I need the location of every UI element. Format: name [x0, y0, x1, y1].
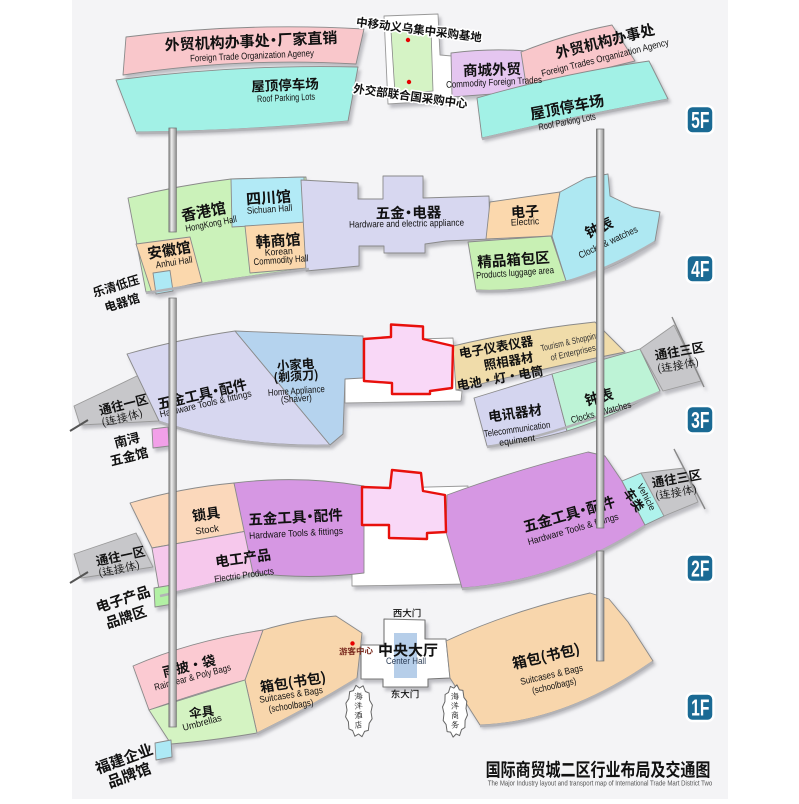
svg-text:2F: 2F — [691, 556, 709, 582]
svg-text:The Major Industry layout and: The Major Industry layout and transport … — [488, 780, 713, 787]
svg-text:Roof Parking Lots: Roof Parking Lots — [257, 92, 316, 106]
svg-text:Korean: Korean — [264, 246, 293, 259]
svg-text:Products luggage area: Products luggage area — [476, 265, 555, 281]
svg-text:4F: 4F — [691, 257, 709, 283]
svg-text:Commodity Foreign Trades: Commodity Foreign Trades — [446, 75, 543, 91]
svg-text:Hardware Tools & fittings: Hardware Tools & fittings — [249, 526, 344, 542]
svg-text:Hardware and electric applianc: Hardware and electric appliance — [349, 218, 464, 231]
svg-text:Sichuan Hall: Sichuan Hall — [247, 203, 293, 217]
svg-text:Center Hall: Center Hall — [386, 656, 426, 667]
svg-text:Commodity Hall: Commodity Hall — [253, 253, 309, 268]
svg-text:Foreign Trade Organization Age: Foreign Trade Organization Ageney — [190, 48, 315, 64]
svg-text:Electric: Electric — [511, 216, 540, 228]
svg-text:5F: 5F — [691, 108, 709, 134]
svg-text:equiment: equiment — [499, 433, 536, 449]
svg-text:1F: 1F — [691, 695, 709, 721]
svg-text:3F: 3F — [691, 408, 709, 434]
svg-text:Home Appliance: Home Appliance — [268, 384, 326, 399]
svg-text:Stock: Stock — [195, 523, 220, 537]
svg-text:(Shaver): (Shaver) — [281, 393, 313, 406]
